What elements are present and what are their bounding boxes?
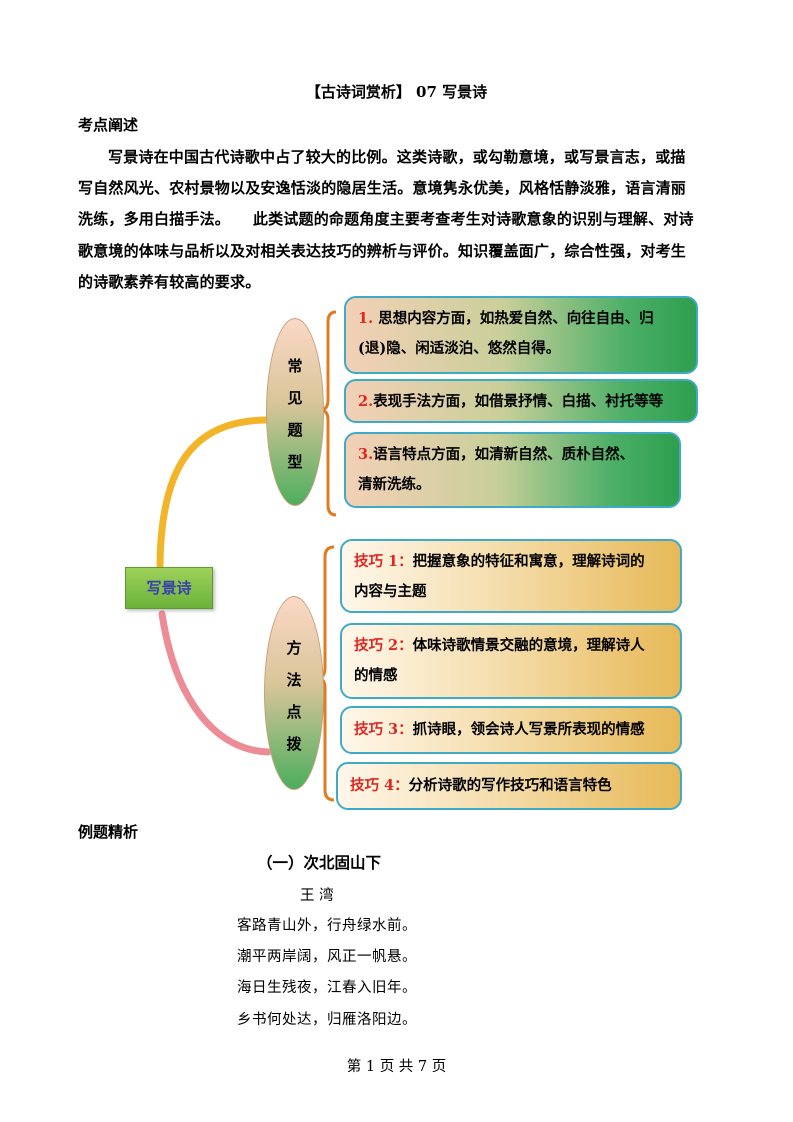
box-line: 的情感 — [354, 667, 398, 684]
type-box-1: 1. 思想内容方面，如热爱自然、向往自由、归 (退)隐、闲适淡泊、悠然自得。 — [344, 296, 698, 374]
label-char: 见 — [287, 389, 303, 407]
ellipse-methods: 方 法 点 拨 — [264, 596, 324, 790]
method-box-3: 技巧 3：抓诗眼，领会诗人写景所表现的情感 — [340, 706, 682, 754]
label-char: 点 — [286, 703, 302, 721]
box-text: 把握意象的特征和寓意，理解诗词的 — [412, 553, 645, 570]
poem-line: 乡书何处达，归雁洛阳边。 — [237, 1012, 417, 1028]
poem-line: 潮平两岸阔，风正一帆悬。 — [237, 949, 417, 965]
box-text: 抓诗眼，领会诗人写景所表现的情感 — [412, 721, 645, 738]
method-box-4: 技巧 4：分析诗歌的写作技巧和语言特色 — [336, 762, 682, 810]
box-line: 2.表现手法方面，如借景抒情、白描、衬托等等 — [358, 387, 684, 417]
curve-top — [156, 416, 272, 574]
box-number: 3. — [358, 446, 374, 463]
type-box-2: 2.表现手法方面，如借景抒情、白描、衬托等等 — [344, 379, 698, 423]
poem-author: 王 湾 — [300, 888, 334, 904]
box-number: 1. — [358, 310, 374, 327]
paragraph-line: 写景诗在中国古代诗歌中占了较大的比例。这类诗歌，或勾勒意境，或写景言志，或描 — [108, 148, 686, 166]
paragraph-line: 歌意境的体味与品析以及对相关表达技巧的辨析与评价。知识覆盖面广，综合性强，对考生 — [78, 242, 687, 260]
box-line: (退)隐、闲适淡泊、悠然自得。 — [358, 340, 561, 357]
box-line: 清新洗练。 — [358, 476, 431, 493]
mindmap-root: 写景诗 — [125, 567, 213, 609]
method-box-1: 技巧 1：把握意象的特征和寓意，理解诗词的 内容与主题 — [340, 539, 682, 613]
document-title: 【古诗词赏析】 07 写景诗 — [305, 83, 488, 101]
box-line: 1. 思想内容方面，如热爱自然、向往自由、归 — [358, 304, 684, 334]
box-text: 思想内容方面，如热爱自然、向往自由、归 — [373, 310, 654, 327]
box-text: 分析诗歌的写作技巧和语言特色 — [408, 777, 612, 794]
label-char: 常 — [287, 357, 303, 375]
ellipse-types: 常 见 题 型 — [266, 318, 324, 506]
box-line: 内容与主题 — [354, 583, 427, 600]
box-number: 技巧 3： — [354, 721, 413, 738]
method-box-2: 技巧 2：体味诗歌情景交融的意境，理解诗人 的情感 — [340, 623, 682, 699]
box-line: 技巧 4：分析诗歌的写作技巧和语言特色 — [350, 770, 668, 802]
box-text: 语言特点方面，如清新自然、质朴自然、 — [373, 446, 635, 463]
box-text: 体味诗歌情景交融的意境，理解诗人 — [412, 637, 645, 654]
label-char: 拨 — [286, 735, 302, 753]
paragraph-line: 的诗歌素养有较高的要求。 — [78, 273, 261, 291]
box-text: 表现手法方面，如借景抒情、白描、衬托等等 — [373, 393, 664, 410]
curve-bottom — [158, 610, 272, 756]
box-line: 3.语言特点方面，如清新自然、质朴自然、 — [358, 440, 667, 470]
type-box-3: 3.语言特点方面，如清新自然、质朴自然、 清新洗练。 — [344, 432, 681, 508]
paragraph-line: 写自然风光、农村景物以及安逸恬淡的隐居生活。意境隽永优美，风格恬静淡雅，语言清丽 — [78, 179, 687, 197]
page-number: 第 1 页 共 7 页 — [346, 1059, 447, 1075]
box-number: 技巧 1： — [354, 553, 413, 570]
box-line: 技巧 3：抓诗眼，领会诗人写景所表现的情感 — [354, 714, 668, 746]
poem-line: 海日生残夜，江春入旧年。 — [237, 980, 417, 996]
box-line: 技巧 2：体味诗歌情景交融的意境，理解诗人 — [354, 631, 668, 661]
poem-title: （一）次北固山下 — [257, 853, 382, 872]
poem-line: 客路青山外，行舟绿水前。 — [237, 918, 417, 934]
paragraph-line: 洗练，多用白描手法。 此类试题的命题角度主要考查考生对诗歌意象的识别与理解、对诗 — [78, 210, 694, 228]
label-char: 法 — [286, 671, 302, 689]
label-char: 型 — [287, 453, 303, 471]
label-char: 方 — [286, 639, 302, 657]
box-line: 技巧 1：把握意象的特征和寓意，理解诗词的 — [354, 547, 668, 577]
label-char: 题 — [287, 421, 303, 439]
box-number: 2. — [358, 393, 374, 410]
box-number: 技巧 4： — [350, 777, 409, 794]
section-heading-kaodian: 考点阐述 — [78, 116, 139, 134]
section-heading-example: 例题精析 — [78, 823, 139, 841]
box-number: 技巧 2： — [354, 637, 413, 654]
